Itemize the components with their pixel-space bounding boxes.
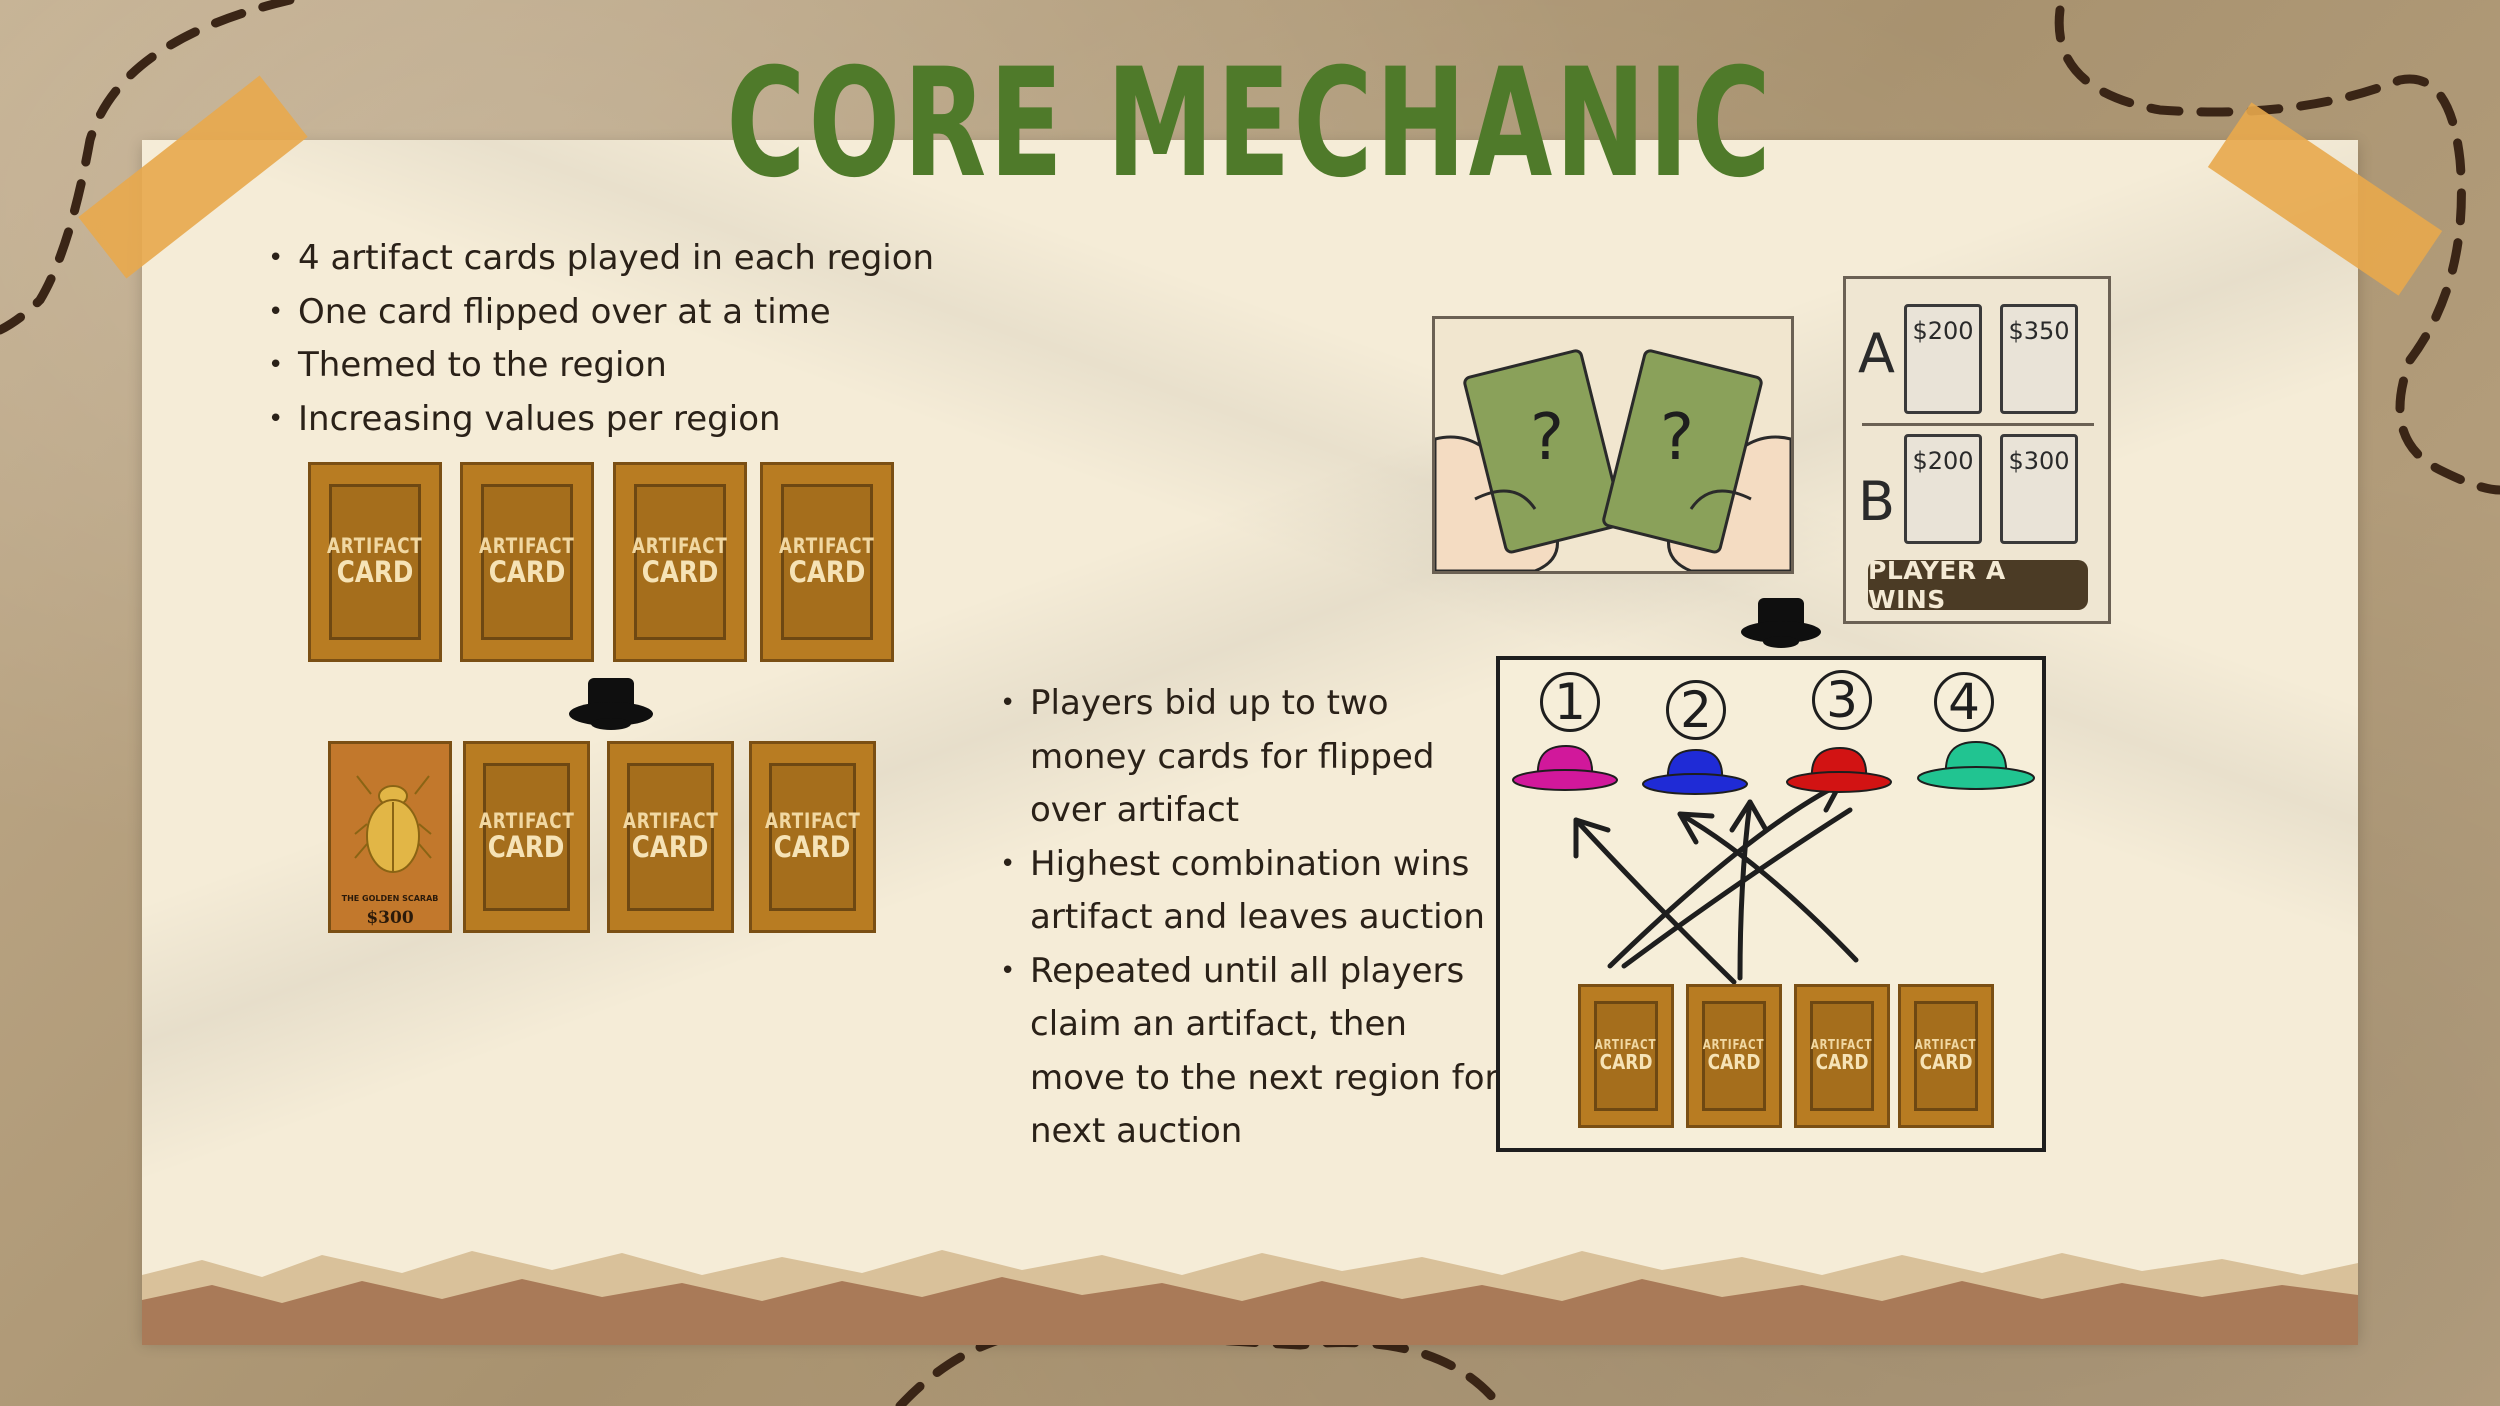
card-label-bottom: CARD bbox=[1815, 1049, 1869, 1074]
money-card: $300 bbox=[2000, 434, 2078, 544]
money-card: $350 bbox=[2000, 304, 2078, 414]
player-number: 2 bbox=[1666, 680, 1726, 740]
card-label-top: ARTIFACT bbox=[779, 534, 875, 559]
hidden-bid-panel: ? ? bbox=[1432, 316, 1794, 574]
hands-holding-cards: ? ? bbox=[1435, 349, 1791, 571]
flipped-card-name: THE GOLDEN SCARAB bbox=[341, 894, 439, 903]
money-value: $350 bbox=[2008, 317, 2070, 345]
card-label-top: ARTIFACT bbox=[764, 809, 861, 834]
right-bullet-list: Players bid up to two money cards for fl… bbox=[1000, 677, 1500, 1159]
card-label-top: ARTIFACT bbox=[622, 809, 719, 834]
flipped-artifact-card: THE GOLDEN SCARAB $300 bbox=[328, 741, 452, 933]
money-card: $200 bbox=[1904, 434, 1982, 544]
slide-title: CORE MECHANIC bbox=[726, 37, 1774, 211]
bullet-item: Themed to the region bbox=[268, 339, 1028, 393]
hat-icon bbox=[1642, 748, 1748, 795]
hidden-card-mark: ? bbox=[1530, 401, 1564, 475]
card-label-bottom: CARD bbox=[1599, 1049, 1653, 1074]
card-label-bottom: CARD bbox=[774, 830, 851, 865]
player-number: 4 bbox=[1934, 672, 1994, 732]
scarab-icon bbox=[354, 775, 432, 873]
bullet-item: Increasing values per region bbox=[268, 393, 1028, 447]
card-label-bottom: CARD bbox=[632, 830, 709, 865]
hat-icon bbox=[1786, 746, 1892, 793]
card-label-bottom: CARD bbox=[1707, 1049, 1761, 1074]
row-divider bbox=[1862, 423, 2094, 426]
card-label-top: ARTIFACT bbox=[1703, 1037, 1765, 1053]
row-letter: B bbox=[1858, 470, 1896, 533]
bullet-item: Repeated until all players claim an arti… bbox=[1000, 945, 1500, 1159]
money-value: $200 bbox=[1912, 317, 1974, 345]
bullet-item: 4 artifact cards played in each region bbox=[268, 232, 1028, 286]
money-card: $200 bbox=[1904, 304, 1982, 414]
card-label-top: ARTIFACT bbox=[1811, 1037, 1873, 1053]
hat-icon bbox=[569, 678, 653, 730]
flipped-card-price: $300 bbox=[366, 908, 414, 928]
card-label-bottom: CARD bbox=[488, 555, 566, 590]
card-label-bottom: CARD bbox=[788, 555, 866, 590]
hat-icon bbox=[1512, 744, 1618, 791]
player-number: 1 bbox=[1540, 672, 1600, 732]
card-label-bottom: CARD bbox=[488, 830, 565, 865]
winner-badge: PLAYER A WINS bbox=[1868, 556, 2088, 614]
card-label-top: ARTIFACT bbox=[1915, 1037, 1977, 1053]
card-label-bottom: CARD bbox=[1919, 1049, 1973, 1074]
bullet-item: Highest combination wins artifact and le… bbox=[1000, 838, 1500, 945]
card-label-top: ARTIFACT bbox=[479, 534, 575, 559]
card-label-bottom: CARD bbox=[336, 555, 414, 590]
left-bullet-list: 4 artifact cards played in each region O… bbox=[268, 232, 1028, 446]
bullet-item: One card flipped over at a time bbox=[268, 286, 1028, 340]
card-label-top: ARTIFACT bbox=[632, 534, 728, 559]
money-value: $200 bbox=[1912, 447, 1974, 475]
row-letter: A bbox=[1858, 322, 1895, 385]
hat-icon bbox=[1917, 740, 2035, 790]
card-label-top: ARTIFACT bbox=[478, 809, 575, 834]
hat-icon bbox=[1741, 598, 1821, 648]
card-label-top: ARTIFACT bbox=[327, 534, 423, 559]
arrow-icon bbox=[1573, 781, 1859, 985]
card-label-bottom: CARD bbox=[641, 555, 719, 590]
card-label-top: ARTIFACT bbox=[1595, 1037, 1657, 1053]
torn-paper-edge bbox=[142, 1250, 2358, 1345]
player-number: 3 bbox=[1812, 670, 1872, 730]
hidden-card-mark: ? bbox=[1660, 401, 1694, 475]
money-value: $300 bbox=[2008, 447, 2070, 475]
bullet-item: Players bid up to two money cards for fl… bbox=[1000, 677, 1500, 838]
